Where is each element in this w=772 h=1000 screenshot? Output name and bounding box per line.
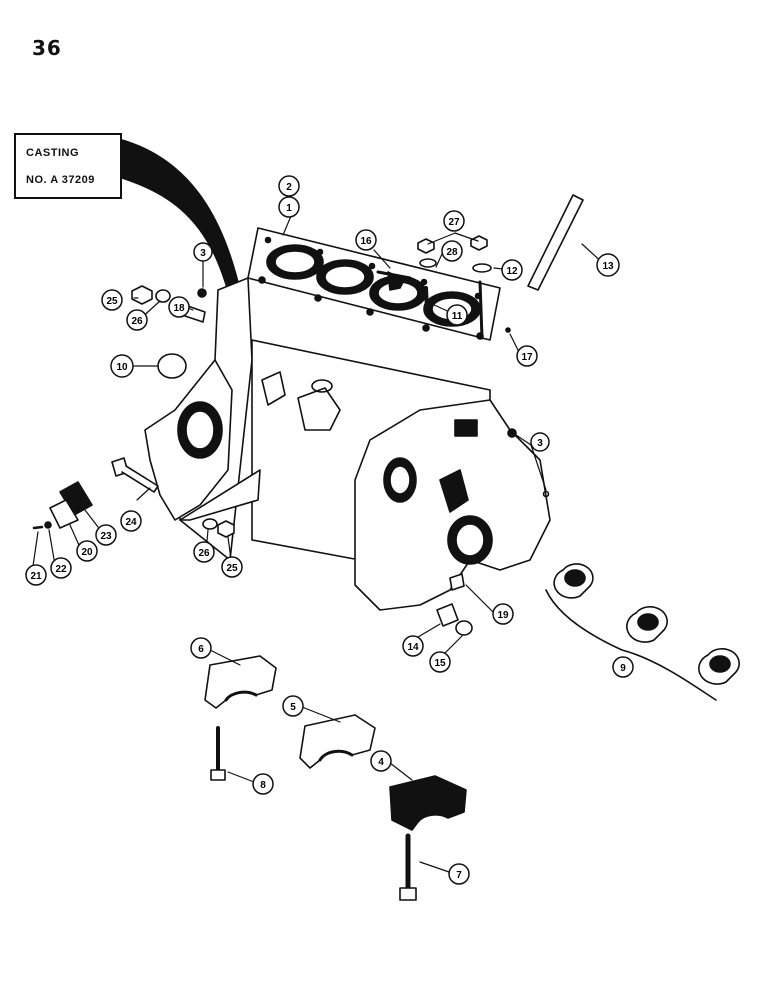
plug-3c bbox=[542, 490, 550, 498]
svg-text:17: 17 bbox=[521, 352, 533, 363]
casting-note-box: CASTING NO. A 37209 bbox=[14, 133, 122, 199]
casting-note-line1: CASTING bbox=[26, 147, 79, 159]
callout-23: 23 bbox=[95, 524, 117, 546]
svg-text:25: 25 bbox=[226, 563, 238, 574]
svg-text:15: 15 bbox=[434, 658, 446, 669]
washer-28a bbox=[419, 258, 437, 268]
callout-2: 2 bbox=[278, 175, 300, 197]
plug-3b bbox=[507, 428, 517, 438]
casting-note-line2: NO. A 37209 bbox=[26, 174, 95, 186]
nut-25-lower bbox=[217, 520, 235, 538]
svg-text:9: 9 bbox=[620, 663, 626, 674]
callout-11: 11 bbox=[446, 304, 468, 326]
callout-28: 28 bbox=[441, 240, 463, 262]
callout-17: 17 bbox=[516, 345, 538, 367]
plug-3a bbox=[197, 288, 207, 298]
svg-text:7: 7 bbox=[456, 870, 462, 881]
plate-20 bbox=[49, 499, 79, 529]
svg-text:10: 10 bbox=[116, 362, 128, 373]
callout-27: 27 bbox=[443, 210, 465, 232]
svg-text:18: 18 bbox=[173, 303, 185, 314]
callout-4: 4 bbox=[370, 750, 392, 772]
callout-7: 7 bbox=[448, 863, 470, 885]
bolt-8 bbox=[210, 726, 226, 781]
bearing-cap-6 bbox=[204, 655, 277, 709]
svg-text:1: 1 bbox=[286, 203, 292, 214]
bearing-cap-4 bbox=[389, 775, 467, 831]
callout-24: 24 bbox=[120, 510, 142, 532]
engine-block bbox=[144, 227, 551, 611]
nut-27a bbox=[417, 238, 435, 254]
svg-text:26: 26 bbox=[198, 548, 210, 559]
bearings-9 bbox=[545, 563, 740, 701]
callout-3-top: 3 bbox=[193, 242, 213, 262]
callout-16: 16 bbox=[355, 229, 377, 251]
callout-22: 22 bbox=[50, 557, 72, 579]
washer-28b bbox=[472, 263, 492, 273]
dowel-19 bbox=[449, 573, 465, 591]
callout-8: 8 bbox=[252, 773, 274, 795]
nut-27b bbox=[470, 235, 488, 251]
svg-text:2: 2 bbox=[286, 182, 292, 193]
svg-text:3: 3 bbox=[537, 438, 543, 449]
svg-text:26: 26 bbox=[131, 316, 143, 327]
svg-text:28: 28 bbox=[446, 247, 458, 258]
svg-text:8: 8 bbox=[260, 780, 266, 791]
nut-25-upper bbox=[131, 285, 153, 305]
svg-text:16: 16 bbox=[360, 236, 372, 247]
washer-26-upper bbox=[155, 289, 171, 303]
svg-text:22: 22 bbox=[55, 564, 67, 575]
callout-25-upper: 25 bbox=[101, 289, 123, 311]
cap-15 bbox=[455, 620, 473, 636]
plug-14 bbox=[436, 603, 459, 627]
svg-text:13: 13 bbox=[602, 261, 614, 272]
callout-18: 18 bbox=[168, 296, 190, 318]
plug-17 bbox=[505, 327, 511, 333]
screw-21 bbox=[32, 525, 44, 530]
callout-14: 14 bbox=[402, 635, 424, 657]
stud-11 bbox=[424, 286, 429, 312]
svg-text:19: 19 bbox=[497, 610, 509, 621]
tube-13 bbox=[527, 194, 584, 291]
svg-text:12: 12 bbox=[506, 266, 518, 277]
svg-text:11: 11 bbox=[452, 311, 463, 322]
stud-12 bbox=[478, 280, 484, 340]
bolt-7 bbox=[399, 833, 417, 901]
callout-15: 15 bbox=[429, 651, 451, 673]
svg-text:14: 14 bbox=[407, 642, 419, 653]
callout-13: 13 bbox=[596, 253, 620, 277]
callout-9: 9 bbox=[612, 656, 634, 678]
svg-text:21: 21 bbox=[30, 571, 42, 582]
callout-19: 19 bbox=[492, 603, 514, 625]
callout-10: 10 bbox=[110, 354, 134, 378]
callout-26-lower: 26 bbox=[193, 541, 215, 563]
callout-25-lower: 25 bbox=[221, 556, 243, 578]
svg-text:3: 3 bbox=[200, 248, 206, 259]
svg-text:4: 4 bbox=[378, 757, 384, 768]
svg-text:6: 6 bbox=[198, 644, 204, 655]
washer-22 bbox=[44, 521, 52, 529]
callout-5: 5 bbox=[282, 695, 304, 717]
callout-26-upper: 26 bbox=[126, 309, 148, 331]
svg-text:5: 5 bbox=[290, 702, 296, 713]
svg-text:24: 24 bbox=[125, 517, 137, 528]
svg-text:25: 25 bbox=[106, 296, 118, 307]
svg-text:27: 27 bbox=[448, 217, 460, 228]
bearing-cap-5 bbox=[299, 714, 376, 769]
callout-12: 12 bbox=[501, 259, 523, 281]
callout-3-right: 3 bbox=[530, 432, 550, 452]
page-number: 36 bbox=[32, 36, 62, 60]
ring-10 bbox=[157, 353, 187, 379]
svg-text:20: 20 bbox=[81, 547, 93, 558]
callout-20: 20 bbox=[76, 540, 98, 562]
callout-21: 21 bbox=[25, 564, 47, 586]
svg-text:23: 23 bbox=[100, 531, 112, 542]
callout-6: 6 bbox=[190, 637, 212, 659]
washer-26-lower bbox=[202, 518, 218, 530]
callout-1: 1 bbox=[278, 196, 300, 218]
